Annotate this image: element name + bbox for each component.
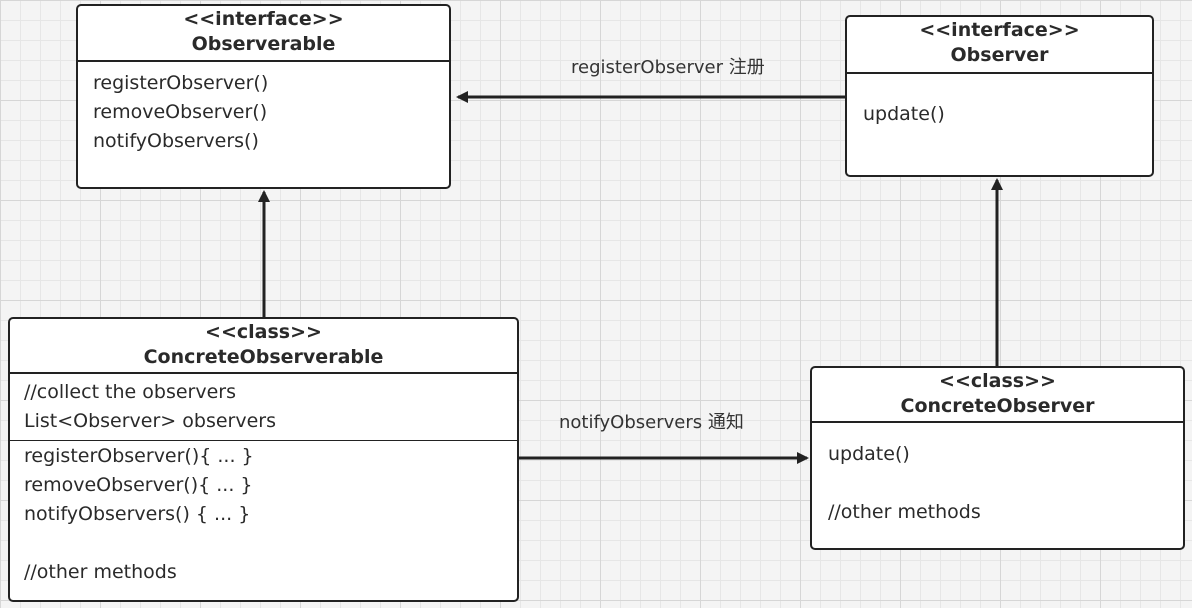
observable-name: Observerable — [191, 33, 336, 55]
observable-method: notifyObservers() — [93, 130, 259, 152]
observable-method: removeObserver() — [93, 101, 268, 123]
concrete-observer-method: update() — [828, 443, 910, 465]
observer-method: update() — [863, 103, 945, 125]
concrete-observable-method: notifyObservers() { ... } — [24, 503, 251, 525]
observable-stereotype: <<interface>> — [183, 8, 344, 30]
concrete-observer-spacer — [828, 469, 1169, 498]
concrete-observable-spacer — [24, 529, 503, 558]
observable-interface-box[interactable]: <<interface>> Observerable registerObser… — [76, 4, 451, 189]
concrete-observer-comment: //other methods — [828, 501, 981, 523]
observer-stereotype: <<interface>> — [919, 19, 1080, 41]
concrete-observable-comment: //other methods — [24, 561, 177, 583]
observer-methods: update() — [847, 74, 1152, 133]
notify-edge-label: notifyObservers 通知 — [559, 412, 744, 433]
concrete-observable-methods: registerObserver(){ ... } removeObserver… — [10, 441, 517, 591]
observer-header: <<interface>> Observer — [847, 17, 1152, 74]
concrete-observable-field: //collect the observers — [24, 381, 237, 403]
concrete-observable-field: List<Observer> observers — [24, 410, 276, 432]
concrete-observer-stereotype: <<class>> — [939, 370, 1056, 392]
concrete-observable-stereotype: <<class>> — [205, 321, 322, 343]
register-edge-label: registerObserver 注册 — [571, 57, 765, 78]
observer-interface-box[interactable]: <<interface>> Observer update() — [845, 15, 1154, 177]
observable-header: <<interface>> Observerable — [78, 6, 449, 62]
concrete-observable-method: removeObserver(){ ... } — [24, 474, 253, 496]
concrete-observable-class-box[interactable]: <<class>> ConcreteObserverable //collect… — [8, 317, 519, 602]
concrete-observer-header: <<class>> ConcreteObserver — [812, 368, 1183, 423]
observable-methods: registerObserver() removeObserver() noti… — [78, 62, 449, 160]
observer-name: Observer — [950, 44, 1049, 66]
concrete-observer-name: ConcreteObserver — [900, 395, 1095, 417]
concrete-observable-fields: //collect the observers List<Observer> o… — [10, 374, 517, 441]
concrete-observer-class-box[interactable]: <<class>> ConcreteObserver update() //ot… — [810, 366, 1185, 550]
concrete-observable-method: registerObserver(){ ... } — [24, 445, 254, 467]
concrete-observable-name: ConcreteObserverable — [143, 346, 384, 368]
observable-method: registerObserver() — [93, 72, 269, 94]
concrete-observable-header: <<class>> ConcreteObserverable — [10, 319, 517, 374]
concrete-observer-methods: update() //other methods — [812, 423, 1183, 531]
